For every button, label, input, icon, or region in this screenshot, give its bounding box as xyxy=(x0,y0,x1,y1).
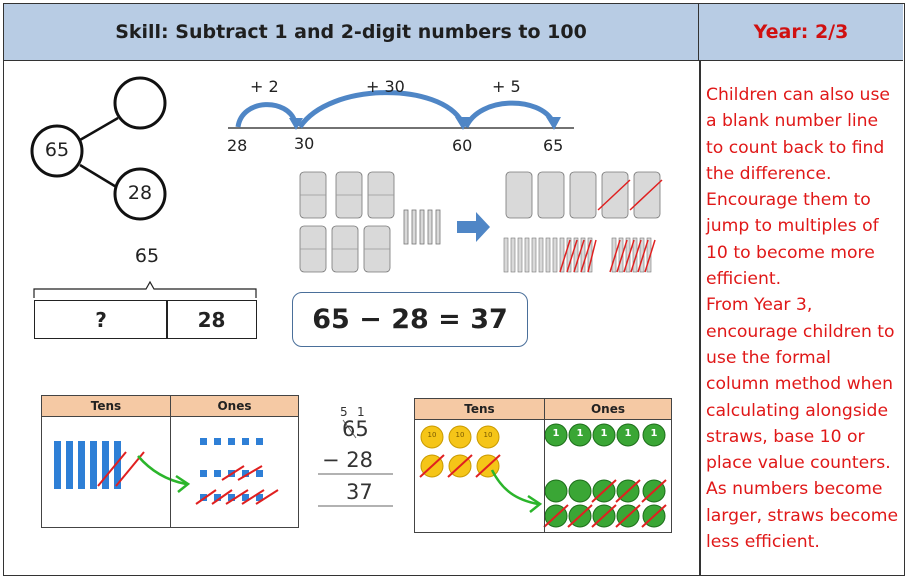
counter-label-one: 1 xyxy=(552,428,560,439)
note-line: less efficient. xyxy=(706,532,820,553)
counter-label-ten: 10 xyxy=(455,431,465,439)
bar-model-whole: 65 xyxy=(134,245,160,267)
part-known-value: 28 xyxy=(127,182,153,204)
note-line: efficient. xyxy=(706,269,782,290)
note-line: calculating alongside xyxy=(706,400,889,421)
counter-label-ten: 10 xyxy=(427,431,437,439)
pv-right-tens-header: Tens xyxy=(414,398,545,420)
jump-label-3: + 5 xyxy=(492,77,521,96)
note-line: the difference. xyxy=(706,163,832,184)
counter-label-one: 1 xyxy=(576,428,584,439)
exchange-arrow-icon xyxy=(457,212,490,242)
year-label: Year: 2/3 xyxy=(699,4,903,61)
bar-model-unknown: ? xyxy=(34,300,168,339)
jump-arrow-1 xyxy=(235,102,298,128)
note-line: 10 to become more xyxy=(706,242,875,263)
whole-value: 65 xyxy=(44,139,70,161)
pv-left-tens-header: Tens xyxy=(41,395,171,417)
jump-arrow-2 xyxy=(297,90,465,129)
tick-label-28: 28 xyxy=(227,136,248,155)
note-line: As numbers become xyxy=(706,479,883,500)
tick-label-30: 30 xyxy=(294,134,315,153)
note-line: place value counters. xyxy=(706,453,891,474)
jump-label-1: + 2 xyxy=(250,77,279,96)
note-line: jump to multiples of xyxy=(706,216,879,237)
single-straws-result xyxy=(503,237,652,273)
skill-title: Skill: Subtract 1 and 2-digit numbers to… xyxy=(4,4,699,61)
exchange-tens-digit: 5 xyxy=(340,405,348,419)
counter-label-one: 1 xyxy=(600,428,608,439)
note-line: use the formal xyxy=(706,347,831,368)
column-answer: 37 xyxy=(346,480,373,504)
bar-model-brace xyxy=(33,280,257,298)
note-line: a blank number line xyxy=(706,111,879,132)
part-circle-unknown xyxy=(113,76,167,130)
note-line: to count back to find xyxy=(706,137,885,158)
pv-right-ones-cell xyxy=(544,419,672,533)
column-minuend: 65 xyxy=(342,417,369,441)
counter-label-one: 1 xyxy=(624,428,632,439)
note-line: encourage children to xyxy=(706,321,895,342)
note-line: straws, base 10 or xyxy=(706,426,865,447)
note-line: larger, straws become xyxy=(706,505,899,526)
teaching-notes: Children can also use a blank number lin… xyxy=(706,82,898,555)
pv-right-ones-header: Ones xyxy=(544,398,672,420)
jump-arrow-3 xyxy=(463,100,556,129)
base-ten-rods xyxy=(54,441,121,489)
bar-model-known: 28 xyxy=(166,300,257,339)
exchange-arrow-left xyxy=(137,455,187,486)
tick-label-65: 65 xyxy=(543,136,564,155)
exchange-ones-digit: 1 xyxy=(357,405,365,419)
straw-bundles-result xyxy=(505,171,661,219)
worksheet: Skill: Subtract 1 and 2-digit numbers to… xyxy=(3,3,905,576)
pv-left-tens-cell xyxy=(41,416,171,528)
straw-bundle-ties xyxy=(300,194,394,250)
note-line: Encourage them to xyxy=(706,190,871,211)
tick-label-60: 60 xyxy=(452,136,473,155)
counter-label-ten: 10 xyxy=(483,431,493,439)
counter-crossings xyxy=(419,454,667,528)
part-whole-model xyxy=(30,76,167,221)
base-ten-crossings xyxy=(97,451,279,505)
number-line xyxy=(228,90,574,130)
exchange-arrow-right xyxy=(490,469,539,506)
equation-box: 65 − 28 = 37 xyxy=(292,292,528,347)
note-line: column method when xyxy=(706,374,893,395)
column-method-lines xyxy=(318,419,393,507)
note-line: Children can also use xyxy=(706,85,890,105)
jump-label-2: + 30 xyxy=(366,77,405,96)
pv-left-ones-cell xyxy=(170,416,299,528)
straw-crossings xyxy=(559,179,663,273)
part-circle-known xyxy=(113,167,167,221)
note-line: From Year 3, xyxy=(706,295,813,316)
straw-bundles-start xyxy=(299,171,441,273)
column-divider xyxy=(699,61,701,575)
counter-label-one: 1 xyxy=(650,428,658,439)
whole-circle xyxy=(30,124,84,178)
pv-left-ones-header: Ones xyxy=(170,395,299,417)
column-subtrahend: − 28 xyxy=(322,448,373,472)
